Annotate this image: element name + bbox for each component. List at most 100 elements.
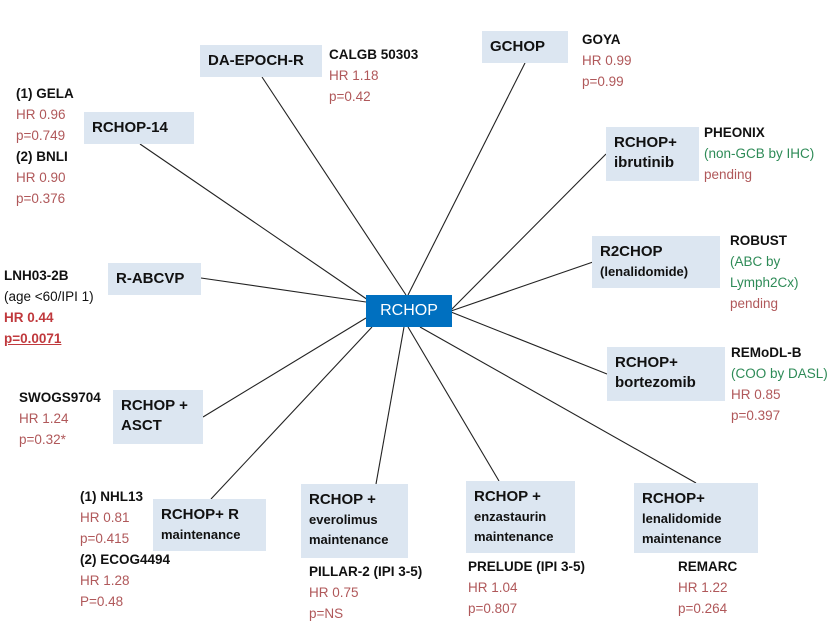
node-label: RCHOP+ <box>614 134 677 151</box>
annotation-gela-bnli: (1) GELA HR 0.96 p=0.749 (2) BNLI HR 0.9… <box>16 83 74 209</box>
node-r2chop: R2CHOP (lenalidomide) <box>592 236 720 288</box>
node-label: GCHOP <box>490 38 546 55</box>
node-label: DA-EPOCH-R <box>208 52 304 69</box>
annotation-lnh03: LNH03-2B (age <60/IPI 1) HR 0.44 p=0.007… <box>4 265 94 349</box>
node-da-epoch-r: DA-EPOCH-R <box>200 45 322 77</box>
trial-name: PHEONIX <box>704 125 765 140</box>
annotation-goya: GOYA HR 0.99 p=0.99 <box>582 29 632 92</box>
hazard-ratio: HR 0.81 <box>80 510 130 525</box>
hazard-ratio: HR 1.18 <box>329 68 379 83</box>
node-label: (lenalidomide) <box>600 264 689 279</box>
p-value: p=0.376 <box>16 191 66 206</box>
node-label: RCHOP+ <box>642 490 705 507</box>
node-label: RCHOP+ R <box>161 506 239 523</box>
node-rchop-lenalidomide-maintenance: RCHOP+ lenalidomide maintenance <box>634 483 758 553</box>
node-label: RCHOP + <box>121 397 188 414</box>
p-value: p=0.0071 <box>4 331 62 346</box>
connector-enzastaurin <box>407 326 500 482</box>
hazard-ratio: HR 1.04 <box>468 580 518 595</box>
hazard-ratio: HR 1.24 <box>19 411 69 426</box>
trial-name: (1) GELA <box>16 86 74 101</box>
node-label: R2CHOP <box>600 243 663 260</box>
hazard-ratio: HR 1.22 <box>678 580 728 595</box>
node-label: maintenance <box>642 531 722 546</box>
trial-population: (COO by DASL) <box>731 366 828 381</box>
p-value: P=0.48 <box>80 594 124 609</box>
node-label: RCHOP + <box>474 488 541 505</box>
trial-status: pending <box>730 296 779 311</box>
trial-name: SWOGS9704 <box>19 390 101 405</box>
connector-bortezomib <box>450 311 608 375</box>
node-label: maintenance <box>474 529 554 544</box>
connector-rabcvp <box>200 277 367 303</box>
connector-gchop <box>407 62 526 296</box>
connector-da-epoch <box>261 76 407 296</box>
trial-population: (age <60/IPI 1) <box>4 289 94 304</box>
node-label: R-ABCVP <box>116 270 185 287</box>
connector-r2chop <box>450 261 594 312</box>
node-rchop-r-maintenance: RCHOP+ R maintenance <box>153 499 266 551</box>
trial-name: PRELUDE (IPI 3-5) <box>468 559 586 574</box>
p-value: p=0.415 <box>80 531 130 546</box>
p-value: p=0.42 <box>329 89 371 104</box>
node-label: maintenance <box>161 527 241 542</box>
annotation-prelude: PRELUDE (IPI 3-5) HR 1.04 p=0.807 <box>468 556 585 619</box>
annotation-remarc: REMARC HR 1.22 p=0.264 <box>678 556 737 619</box>
connector-asct <box>202 317 367 418</box>
connector-lenmaint <box>419 326 697 484</box>
node-label: ibrutinib <box>614 154 674 171</box>
annotation-pheonix: PHEONIX (non-GCB by IHC) pending <box>704 122 814 185</box>
node-label: enzastaurin <box>474 509 547 524</box>
trial-name: REMoDL-B <box>731 345 802 360</box>
annotation-pillar2: PILLAR-2 (IPI 3-5) HR 0.75 p=NS <box>309 561 422 624</box>
hazard-ratio: HR 0.85 <box>731 387 781 402</box>
annotation-calgb: CALGB 50303 HR 1.18 p=0.42 <box>329 44 418 107</box>
node-rchop-ibrutinib: RCHOP+ ibrutinib <box>606 127 699 181</box>
node-label: RCHOP-14 <box>92 119 168 136</box>
connector-rchop14 <box>139 143 369 301</box>
trial-name: CALGB 50303 <box>329 47 419 62</box>
trial-name: (1) NHL13 <box>80 489 144 504</box>
center-node-rchop: RCHOP <box>366 295 452 327</box>
node-r-abcvp: R-ABCVP <box>108 263 201 295</box>
hazard-ratio: HR 1.28 <box>80 573 130 588</box>
node-label: bortezomib <box>615 374 696 391</box>
p-value: p=0.99 <box>582 74 624 89</box>
annotation-nhl13-ecog: (1) NHL13 HR 0.81 p=0.415 (2) ECOG4494 H… <box>80 486 170 612</box>
node-label: RCHOP + <box>309 491 376 508</box>
annotation-swog: SWOGS9704 HR 1.24 p=0.32* <box>19 387 101 450</box>
node-rchop-asct: RCHOP + ASCT <box>113 390 203 444</box>
connector-everolimus <box>375 326 405 485</box>
node-label: ASCT <box>121 417 162 434</box>
p-value: p=0.397 <box>731 408 781 423</box>
trial-population: (non-GCB by IHC) <box>704 146 815 161</box>
hazard-ratio: HR 0.99 <box>582 53 632 68</box>
node-rchop-everolimus: RCHOP + everolimus maintenance <box>301 484 408 558</box>
p-value: p=0.749 <box>16 128 66 143</box>
trial-population: (ABC by <box>730 254 781 269</box>
trial-name: PILLAR-2 (IPI 3-5) <box>309 564 423 579</box>
p-value: p=NS <box>309 606 344 621</box>
connector-rmaint <box>210 326 373 500</box>
node-rchop-bortezomib: RCHOP+ bortezomib <box>607 347 725 401</box>
hazard-ratio: HR 0.90 <box>16 170 66 185</box>
trial-population: Lymph2Cx) <box>730 275 799 290</box>
connector-ibrutinib <box>450 153 607 311</box>
hazard-ratio: HR 0.96 <box>16 107 66 122</box>
node-label: maintenance <box>309 532 389 547</box>
node-rchop-enzastaurin: RCHOP + enzastaurin maintenance <box>466 481 575 553</box>
p-value: p=0.32* <box>19 432 66 447</box>
trial-name: REMARC <box>678 559 738 574</box>
node-gchop: GCHOP <box>482 31 568 63</box>
trial-name: (2) BNLI <box>16 149 68 164</box>
hazard-ratio: HR 0.75 <box>309 585 359 600</box>
p-value: p=0.807 <box>468 601 518 616</box>
node-label: everolimus <box>309 512 378 527</box>
node-label: lenalidomide <box>642 511 722 526</box>
trial-name: ROBUST <box>730 233 787 248</box>
trial-name: GOYA <box>582 32 621 47</box>
node-label: RCHOP+ <box>615 354 678 371</box>
node-rchop-14: RCHOP-14 <box>84 112 194 144</box>
